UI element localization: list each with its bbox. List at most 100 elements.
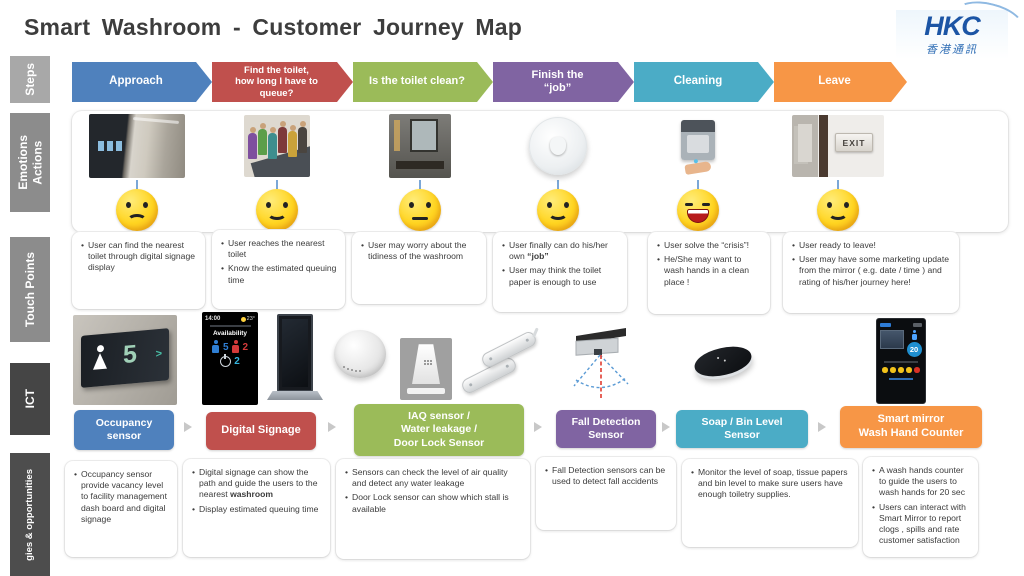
queue-illustration (244, 115, 310, 177)
bullet: User solve the “crisis”! (657, 240, 763, 251)
opportunity-card-2: Digital signage can show the path and gu… (183, 459, 330, 557)
signage-temperature: 23° (246, 316, 255, 322)
exit-door-photo: EXIT (792, 115, 884, 177)
person-icon (93, 345, 107, 370)
ict-label-digital-signage: Digital Signage (206, 412, 316, 450)
mirror-counter-column: 20 (906, 330, 922, 357)
door-lock-sensor-image (459, 327, 539, 402)
next-arrow-icon (662, 422, 670, 432)
emotion-image-area (89, 112, 185, 180)
emotion-column-queue (215, 112, 339, 231)
emoji-connector-line (276, 180, 278, 189)
iaq-sensor-image (334, 330, 386, 378)
hkc-logo: HKC 香港通訊 (896, 0, 1024, 59)
step-arrow-toilet-clean: Is the toilet clean? (353, 62, 493, 102)
bullet-list: User can find the nearest toilet through… (79, 240, 198, 274)
step-arrow-find-toilet: Find the toilet, how long I have to queu… (212, 62, 353, 102)
toilet-paper-dispenser-photo (529, 117, 587, 175)
step-arrow-approach: Approach (72, 62, 212, 102)
mirror-widget-decoration (913, 323, 922, 327)
sun-icon (240, 316, 246, 322)
hkc-logo-caption: 香港通訊 (926, 44, 978, 56)
bullet-text: Door Lock sensor can show which stall is… (352, 492, 509, 514)
bullet: Know the estimated queuing time (221, 263, 338, 285)
emotion-image-area (244, 112, 310, 180)
bullet: User may think the toilet paper is enoug… (502, 265, 620, 287)
opportunity-card-6: A wash hands counter to guide the users … (863, 457, 978, 557)
neutral-face-emoji (399, 189, 441, 231)
bullet-text: A wash hands counter to guide the users … (879, 465, 965, 498)
sensor-antenna (532, 327, 539, 338)
row-label-steps-text: Steps (22, 63, 37, 96)
male-available-count: 5 (222, 342, 229, 353)
smart-mirror-image: 20 (876, 318, 926, 404)
bullet: User reaches the nearest toilet (221, 238, 338, 260)
step-arrow-cleaning: Cleaning (634, 62, 774, 102)
opportunity-card-1: Occupancy sensor provide vacancy level t… (65, 461, 177, 557)
bullet-text: Occupancy sensor provide vacancy level t… (81, 469, 167, 524)
bullet: User finally can do his/her own “job” (502, 240, 620, 262)
lamp-decoration (393, 120, 400, 152)
occupancy-count: 5 (123, 339, 137, 370)
bullet-text: Fall Detection sensors can be used to de… (552, 465, 666, 487)
bullet: Door Lock sensor can show which stall is… (345, 492, 523, 514)
rating-face-icon (890, 367, 896, 373)
signage-gender-counts: 5 2 (212, 340, 248, 353)
rating-face-icon (906, 367, 912, 373)
emoji-connector-line (419, 180, 421, 189)
washroom-interior-photo (389, 114, 451, 178)
signage-divider (209, 325, 251, 327)
queue-person (248, 127, 257, 159)
emotion-image-area (389, 112, 451, 180)
opportunity-card-5: Monitor the level of soap, tissue papers… (682, 459, 858, 547)
row-label-steps: Steps (10, 56, 50, 103)
row-label-touch-points: Touch Points (10, 237, 50, 342)
soap-dispenser-body (681, 119, 715, 160)
rating-face-icon (882, 367, 888, 373)
laugh-face-emoji (677, 189, 719, 231)
opportunity-card-4: Fall Detection sensors can be used to de… (536, 457, 676, 530)
rating-face-icon (914, 367, 920, 373)
row-label-ict: ICT (10, 363, 50, 435)
mirror-decoration (410, 119, 438, 152)
signage-heading: Availability (212, 330, 248, 337)
emotion-column-leave: EXIT (776, 112, 900, 231)
bullet-text: Users can interact with Smart Mirror to … (879, 501, 966, 546)
bullet: He/She may want to wash hands in a clean… (657, 254, 763, 288)
bullet: User ready to leave! (792, 240, 952, 251)
emotion-image-area (681, 112, 715, 180)
touch-point-card-5: User solve the “crisis”! He/She may want… (648, 232, 770, 314)
bullet: Users can interact with Smart Mirror to … (872, 501, 971, 547)
bullet: Digital signage can show the path and gu… (192, 467, 323, 501)
emotion-column-cleaning (636, 112, 760, 231)
bullet-list: Occupancy sensor provide vacancy level t… (72, 469, 170, 525)
bullet-list: User finally can do his/her own “job” Us… (500, 240, 620, 288)
bullet-text: User solve the “crisis”! (664, 240, 749, 250)
signage-status-bar: 14:00 23° (205, 316, 255, 322)
ceiling-light-decoration (133, 117, 180, 125)
page-title: Smart Washroom - Customer Journey Map (24, 14, 523, 40)
bullet: User can find the nearest toilet through… (81, 240, 198, 274)
bullet-text: User may have some marketing update from… (799, 254, 949, 287)
queue-person (298, 121, 307, 153)
bullet-list: User reaches the nearest toilet Know the… (219, 238, 338, 286)
soap-dispenser-photo (681, 119, 715, 175)
ict-label-iaq-water-door: IAQ sensor / Water leakage / Door Lock S… (354, 404, 524, 456)
row-label-emotions-text: Emotions Actions (15, 135, 44, 190)
emotion-column-approach (75, 112, 199, 231)
smile-face-emoji (817, 189, 859, 231)
row-label-opportunities-text: gies & opportunities (24, 468, 36, 561)
step-arrow-leave: Leave (774, 62, 907, 102)
emotion-image-area (529, 112, 587, 180)
bullet-list: Fall Detection sensors can be used to de… (543, 465, 669, 487)
bullet: Sensors can check the level of air quali… (345, 467, 523, 489)
bullet-text: User may think the toilet paper is enoug… (509, 265, 602, 287)
mirror-divider (884, 361, 918, 363)
row-label-touch-text: Touch Points (22, 251, 37, 328)
emoji-connector-line (136, 180, 138, 189)
emotion-column-finish-job (496, 112, 620, 231)
touch-point-card-2: User reaches the nearest toilet Know the… (212, 230, 345, 309)
bullet-text: User ready to leave! (799, 240, 876, 250)
bullet-list: Monitor the level of soap, tissue papers… (689, 467, 851, 501)
